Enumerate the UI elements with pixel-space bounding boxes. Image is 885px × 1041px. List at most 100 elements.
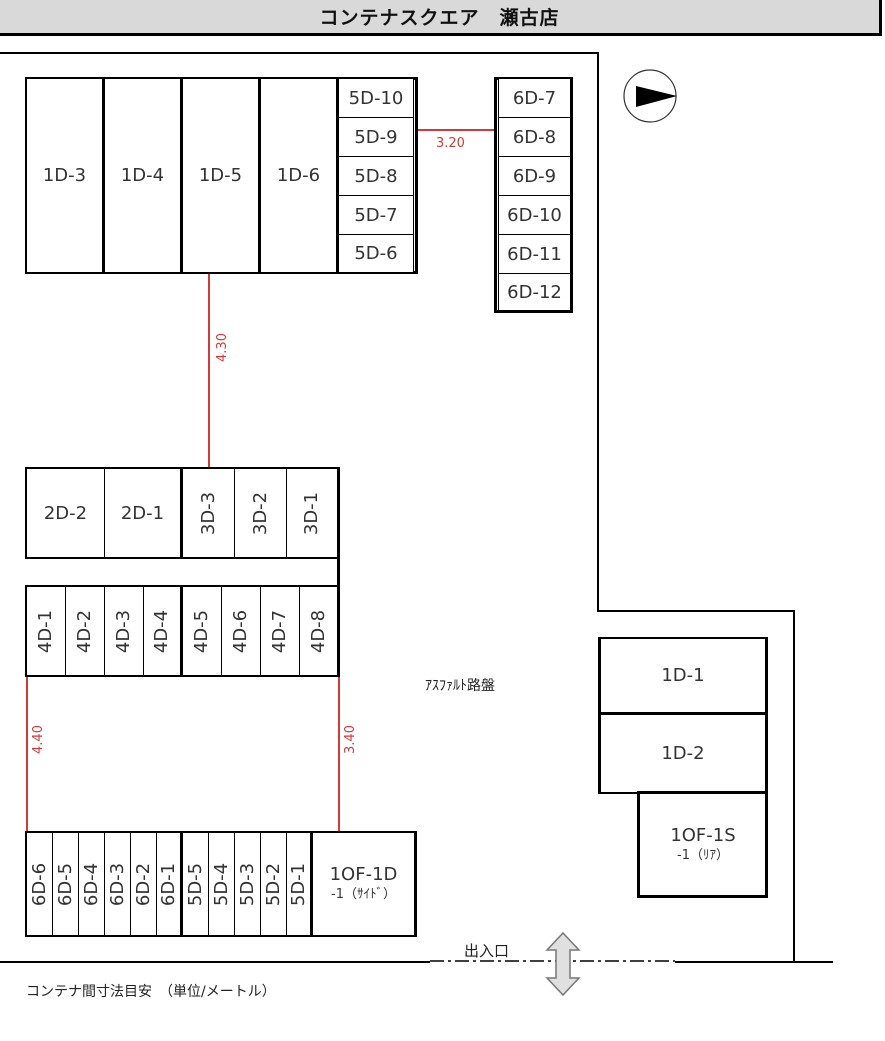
unit-label: 4D-2 [74,609,96,653]
unit-6D-11[interactable]: 6D-11 [498,235,570,274]
unit-label: 6D-1 [158,862,180,906]
unit-1D-4[interactable]: 1D-4 [105,79,183,272]
unit-label: 6D-7 [512,87,557,109]
unit-label: 5D-5 [185,862,207,906]
dimension-line-top [418,129,495,131]
unit-6D-4[interactable]: 6D-4 [79,833,105,935]
unit-label: 4D-1 [35,609,57,653]
unit-5D-7[interactable]: 5D-7 [339,196,414,235]
unit-6D-9[interactable]: 6D-9 [498,157,570,196]
page-title: コンテナスクエア 瀬古店 [0,0,882,36]
unit-4D-2[interactable]: 4D-2 [66,587,105,675]
unit-5D-9[interactable]: 5D-9 [339,118,414,157]
unit-label: 2D-2 [43,502,88,524]
unit-1OF-1D-1-side[interactable]: 1OF-1D -1（ｻｲﾄﾞ） [313,833,414,935]
unit-6D-8[interactable]: 6D-8 [498,118,570,157]
unit-6D-6[interactable]: 6D-6 [27,833,53,935]
unit-6D-7[interactable]: 6D-7 [498,79,570,118]
unit-label: 1D-5 [198,165,243,186]
unit-label: 1D-4 [120,165,165,186]
unit-1D-5[interactable]: 1D-5 [183,79,261,272]
unit-4D-4[interactable]: 4D-4 [144,587,183,675]
unit-1D-2[interactable]: 1D-2 [601,715,765,792]
unit-6D-5[interactable]: 6D-5 [53,833,79,935]
unit-sublabel: -1（ﾘｱ） [677,847,729,863]
unit-4D-3[interactable]: 4D-3 [105,587,144,675]
unit-label: 2D-1 [120,502,165,524]
unit-2D-2[interactable]: 2D-2 [27,469,105,557]
unit-3D-2[interactable]: 3D-2 [235,469,287,557]
unit-label: 6D-11 [507,243,562,265]
unit-label: 1OF-1D [329,864,398,885]
unit-label: 5D-4 [211,862,233,906]
unit-label: 1D-6 [276,165,321,186]
unit-label: 6D-4 [81,862,103,906]
unit-6D-3[interactable]: 6D-3 [105,833,131,935]
unit-5D-8[interactable]: 5D-8 [339,157,414,196]
unit-label: 1OF-1S [670,824,736,846]
dimension-line-left [26,677,28,831]
unit-sublabel: -1（ｻｲﾄﾞ） [331,887,396,902]
unit-3D-3[interactable]: 3D-3 [183,469,235,557]
unit-6D-10[interactable]: 6D-10 [498,196,570,235]
unit-5D-3[interactable]: 5D-3 [235,833,261,935]
dimension-line-vertical [208,274,210,467]
unit-label: 5D-6 [354,243,398,264]
unit-label: 6D-12 [507,281,562,303]
dimension-label-top: 3.20 [436,136,465,151]
unit-5D-1[interactable]: 5D-1 [287,833,313,935]
unit-4D-5[interactable]: 4D-5 [183,587,222,675]
double-arrow-icon [545,931,581,997]
unit-label: 5D-8 [354,165,398,187]
unit-2D-1[interactable]: 2D-1 [105,469,183,557]
unit-5D-6[interactable]: 5D-6 [339,235,414,272]
unit-label: 5D-10 [348,87,404,109]
compass-arrow-icon [623,69,677,123]
entrance-label: 出入口 [464,942,510,960]
entrance-dashed-line [430,960,675,962]
unit-label: 3D-3 [197,491,219,535]
unit-label: 1D-1 [661,665,705,686]
unit-5D-2[interactable]: 5D-2 [261,833,287,935]
unit-label: 4D-3 [113,609,135,653]
unit-label: 5D-9 [354,126,398,148]
unit-1D-6[interactable]: 1D-6 [261,79,339,272]
legend-text: コンテナ間寸法目安 （単位/メートル） [26,984,276,1000]
unit-5D-10[interactable]: 5D-10 [339,79,414,118]
unit-6D-2[interactable]: 6D-2 [131,833,157,935]
unit-label: 1D-3 [42,165,87,186]
unit-6D-12[interactable]: 6D-12 [498,274,570,310]
unit-label: 5D-1 [288,862,310,906]
unit-label: 4D-8 [308,609,330,653]
unit-6D-1[interactable]: 6D-1 [157,833,183,935]
dimension-label-left: 4.40 [30,725,46,754]
unit-label: 6D-3 [107,862,129,906]
unit-label: 6D-10 [507,204,562,226]
site-boundary-bottom-right [675,961,833,963]
unit-label: 5D-3 [237,862,259,906]
dimension-line-right [338,677,340,831]
site-boundary-right-lower [793,610,795,962]
unit-3D-1[interactable]: 3D-1 [287,469,337,557]
unit-label: 4D-6 [230,609,252,653]
unit-label: 5D-7 [354,204,398,226]
unit-4D-1[interactable]: 4D-1 [27,587,66,675]
unit-5D-5[interactable]: 5D-5 [183,833,209,935]
unit-1D-3[interactable]: 1D-3 [27,79,105,272]
unit-label: 1D-2 [661,743,705,764]
unit-label: 6D-2 [133,862,155,906]
site-boundary-bottom-left [0,961,430,963]
unit-4D-7[interactable]: 4D-7 [261,587,300,675]
unit-4D-8[interactable]: 4D-8 [300,587,337,675]
unit-label: 6D-6 [29,862,51,906]
unit-1OF-1S-1-rear[interactable]: 1OF-1S -1（ﾘｱ） [641,794,765,895]
surface-label: ｱｽﾌｧﾙﾄ路盤 [425,678,495,694]
unit-1D-1[interactable]: 1D-1 [601,639,765,715]
unit-label: 5D-2 [263,862,285,906]
unit-4D-6[interactable]: 4D-6 [222,587,261,675]
unit-5D-4[interactable]: 5D-4 [209,833,235,935]
unit-label: 6D-8 [512,126,557,148]
unit-label: 4D-4 [151,609,173,653]
unit-label: 4D-5 [191,609,213,653]
unit-label: 3D-2 [249,491,271,535]
